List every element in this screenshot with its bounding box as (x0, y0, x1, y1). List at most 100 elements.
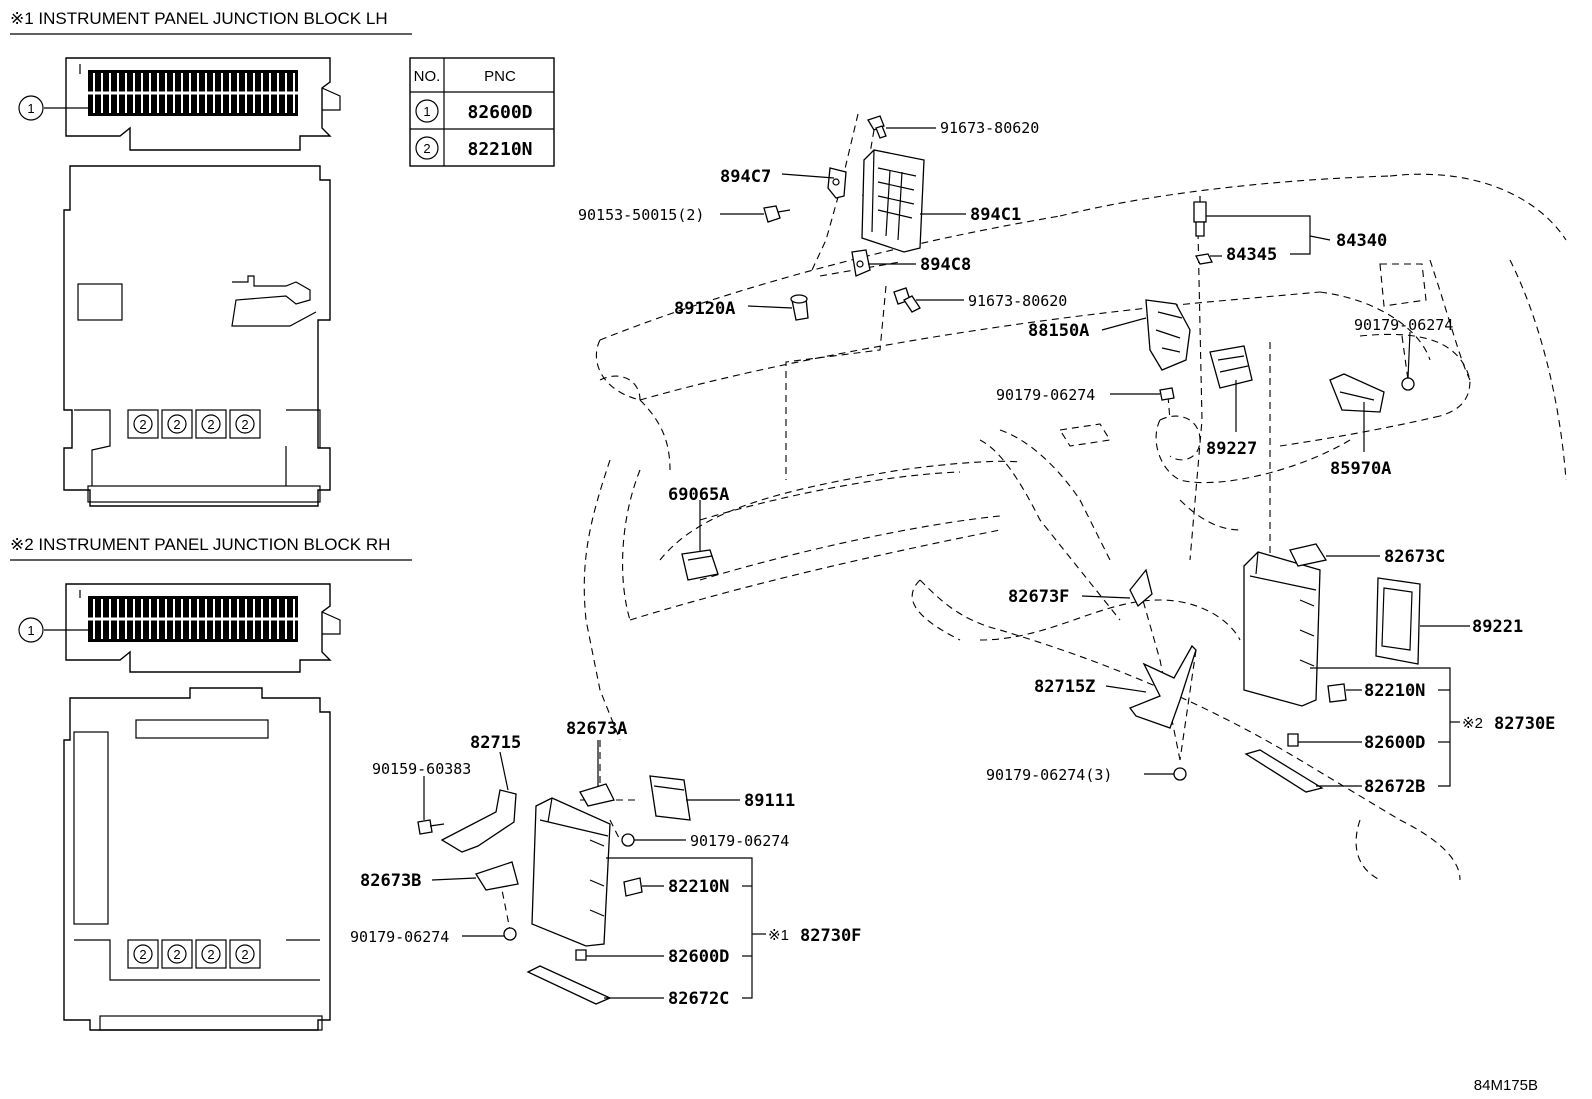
speaker-85970A-icon (1329, 373, 1385, 413)
bracket-894C8-icon (851, 249, 871, 277)
label-90179-06274-a: 90179-06274 (996, 386, 1095, 404)
label-91673-80620-top: 91673-80620 (940, 119, 1039, 137)
label-82600D-left: 82600D (668, 947, 729, 967)
label-90179-06274-b: 90179-06274 (1354, 316, 1453, 334)
svg-text:2: 2 (207, 947, 214, 962)
lh-pnc2-sockets: 2 2 2 2 (127, 409, 261, 439)
table-header-pnc: PNC (484, 68, 516, 85)
label-90179-06274-d: 90179-06274 (690, 832, 789, 850)
clip-90179-a-icon (1159, 387, 1175, 401)
label-82730E-mark: ※2 (1462, 715, 1483, 732)
assembly-lines (499, 113, 1409, 931)
connector-82210N-l-icon (623, 877, 643, 897)
label-89227: 89227 (1206, 439, 1257, 459)
rh-front-view: 2 2 2 2 (63, 687, 331, 1031)
label-89120A: 89120A (674, 299, 735, 319)
bracket-82715-icon (440, 789, 517, 853)
callout-1-rh: 1 (18, 617, 44, 643)
label-85970A: 85970A (1330, 459, 1391, 479)
label-82730F: 82730F (800, 926, 861, 946)
sensor-89227-icon (1209, 345, 1253, 389)
relay-69065A-icon (681, 549, 719, 581)
label-82673B: 82673B (360, 871, 421, 891)
bolt-91673-top-icon (867, 115, 887, 139)
clip-89120A-icon (790, 294, 809, 321)
label-82210N-left: 82210N (668, 877, 729, 897)
svg-text:1: 1 (27, 101, 34, 116)
clip-82600D-r-icon (1287, 733, 1299, 747)
bracket-82673A-icon (579, 783, 615, 807)
label-82715Z: 82715Z (1034, 677, 1095, 697)
label-84345: 84345 (1226, 245, 1277, 265)
rh-top-view: 1 (18, 583, 341, 673)
label-90179-06274-c: 90179-06274(3) (986, 766, 1112, 784)
sensor-88150A-icon (1145, 299, 1191, 371)
label-89221: 89221 (1472, 617, 1523, 637)
clip-90179-e-icon (503, 927, 517, 941)
svg-text:2: 2 (241, 947, 248, 962)
bolt-90159-icon (417, 819, 445, 835)
clip-90179-b-icon (1401, 377, 1415, 391)
clip-90179-d-icon (621, 833, 635, 847)
instrument-panel-outline (583, 173, 1567, 881)
label-82715: 82715 (470, 733, 521, 753)
bracket-82673C-icon (1289, 543, 1328, 567)
label-90179-06274-e: 90179-06274 (350, 928, 449, 946)
table-row-no: 1 (423, 104, 430, 119)
lh-connector-pins (88, 70, 298, 116)
label-89111: 89111 (744, 791, 795, 811)
label-90153-50015: 90153-50015(2) (578, 206, 704, 224)
gasket-84345-icon (1195, 253, 1213, 265)
svg-text:2: 2 (139, 947, 146, 962)
clip-90179-c-icon (1173, 767, 1187, 781)
cover-82672B-icon (1244, 749, 1324, 793)
label-84340: 84340 (1336, 231, 1387, 251)
table-row-pnc: 82600D (467, 102, 532, 123)
rh-section-title: ※2 INSTRUMENT PANEL JUNCTION BLOCK RH (10, 535, 390, 554)
connector-82210N-r-icon (1327, 683, 1347, 703)
ecu-894C1-icon (861, 149, 925, 253)
bolt-90153-icon (763, 205, 791, 223)
lh-top-view: 1 (18, 57, 341, 151)
svg-text:1: 1 (27, 623, 34, 638)
label-82673A: 82673A (566, 719, 627, 739)
bracket-894C7-icon (827, 167, 847, 199)
bracket-82715Z-icon (1128, 644, 1197, 729)
label-82672B: 82672B (1364, 777, 1425, 797)
ecu-89221-icon (1375, 577, 1421, 665)
callout-1-lh: 1 (18, 95, 44, 121)
table-header-no: NO. (414, 68, 441, 85)
svg-text:2: 2 (173, 417, 180, 432)
diagram-ref-code: 84M175B (1474, 1077, 1538, 1094)
table-row-no: 2 (423, 141, 430, 156)
svg-text:2: 2 (207, 417, 214, 432)
pnc-table: NO. PNC 1 82600D 2 82210N (409, 57, 555, 167)
label-82673F: 82673F (1008, 587, 1069, 607)
cover-82672C-icon (526, 965, 612, 1005)
label-82673C: 82673C (1384, 547, 1445, 567)
label-91673-80620-mid: 91673-80620 (968, 292, 1067, 310)
junction-block-rh-icon (1243, 551, 1321, 707)
table-row-pnc: 82210N (467, 139, 532, 160)
label-894C1: 894C1 (970, 205, 1021, 225)
label-894C8: 894C8 (920, 255, 971, 275)
label-88150A: 88150A (1028, 321, 1089, 341)
lh-front-view: 2 2 2 2 (63, 165, 331, 507)
label-82730F-mark: ※1 (768, 927, 789, 944)
rh-connector-pins (88, 596, 298, 642)
clip-82600D-l-icon (575, 949, 587, 961)
part-labels: 91673-80620 894C7 90153-50015(2) 894C1 8… (350, 119, 1555, 1009)
label-69065A: 69065A (668, 485, 729, 505)
label-82600D-right: 82600D (1364, 733, 1425, 753)
junction-block-lh-icon (531, 797, 611, 947)
label-894C7: 894C7 (720, 167, 771, 187)
bracket-82673B-icon (475, 861, 519, 891)
label-82672C: 82672C (668, 989, 729, 1009)
rh-pnc2-sockets: 2 2 2 2 (127, 939, 261, 969)
svg-text:2: 2 (173, 947, 180, 962)
svg-text:2: 2 (241, 417, 248, 432)
lh-section-title: ※1 INSTRUMENT PANEL JUNCTION BLOCK LH (10, 9, 388, 28)
svg-text:2: 2 (139, 417, 146, 432)
label-82730E: 82730E (1494, 714, 1555, 734)
